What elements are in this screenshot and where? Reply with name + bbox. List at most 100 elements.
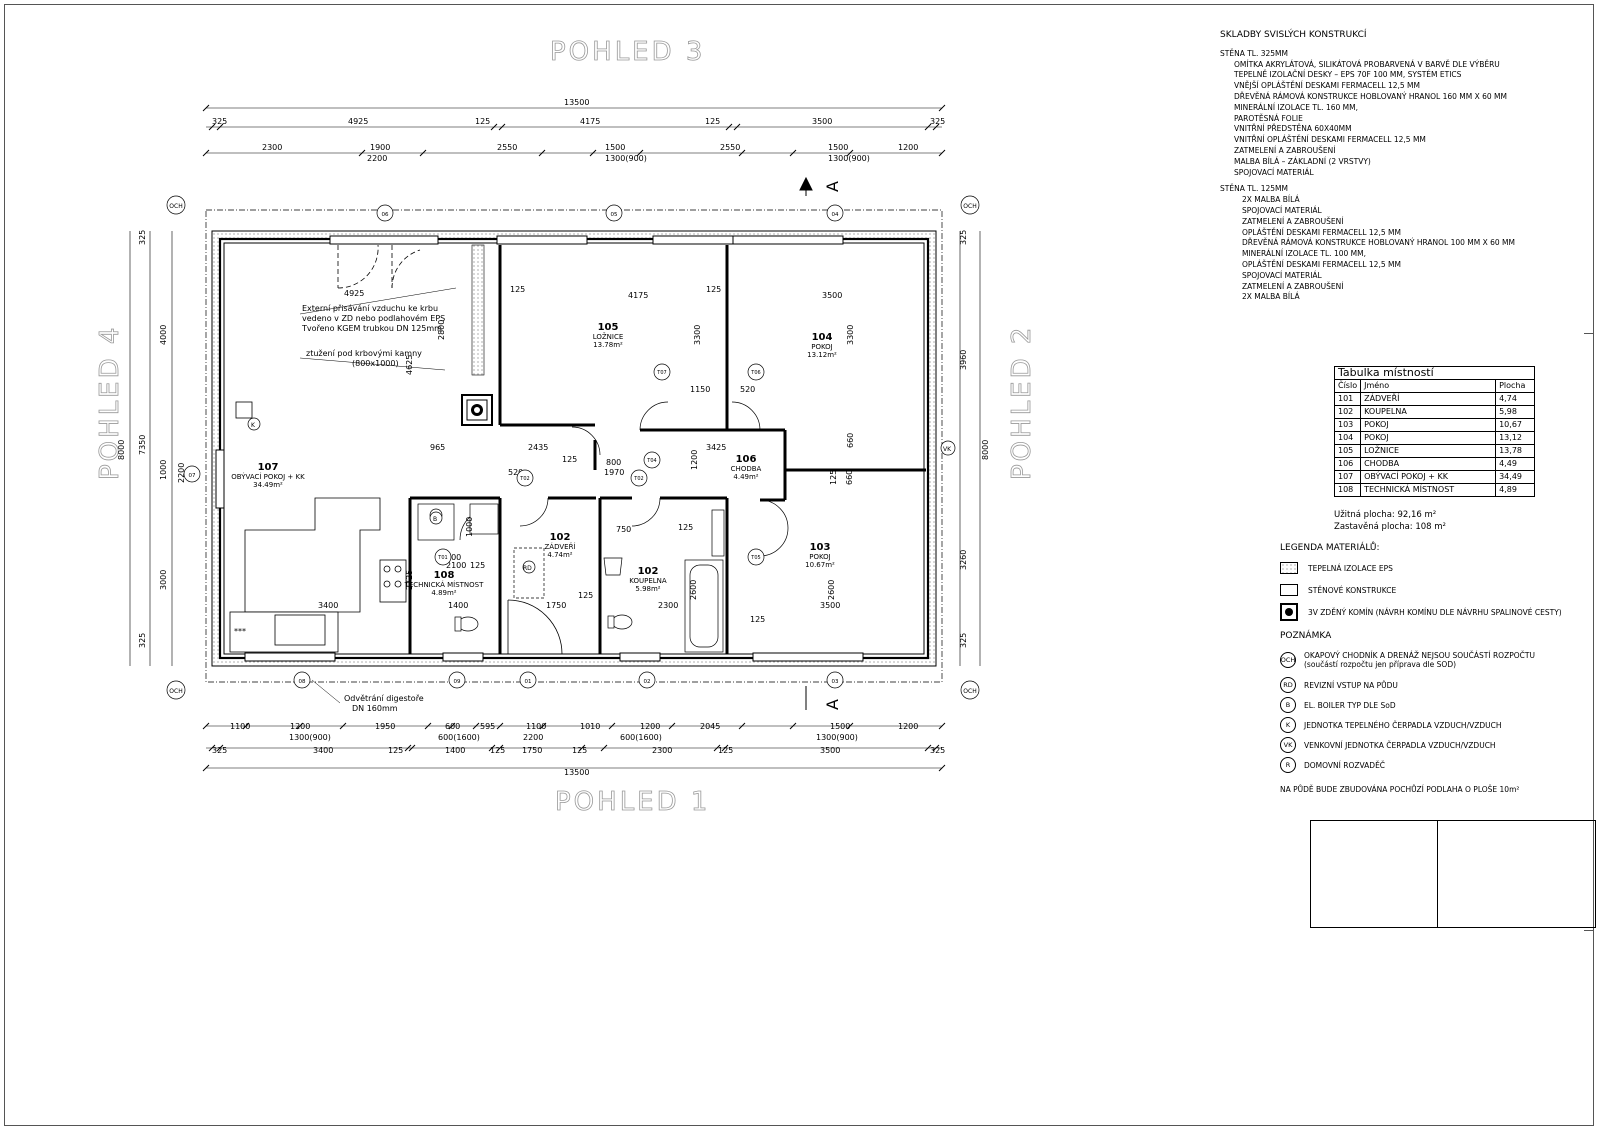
attic-access-symbol — [522, 560, 536, 574]
dimension-label: 7350 — [138, 435, 147, 455]
dimension-label: 1300(900) — [828, 154, 870, 163]
room-table-cell: 107 — [1333, 470, 1362, 484]
dimension-label: 325 — [930, 117, 945, 126]
inner-dimension: 125 — [829, 470, 838, 485]
inner-dimension: 125 — [510, 285, 525, 294]
section-line — [799, 176, 813, 710]
dimension-label: 325 — [959, 633, 968, 648]
room-number: 108 — [434, 570, 455, 581]
view-title-left: POHLED 4 — [95, 325, 125, 480]
dimension-tick — [600, 744, 608, 752]
air-supply-line-1: Externí přisávání vzduchu ke krbu — [302, 304, 438, 313]
dimension-tick — [738, 149, 746, 157]
inner-dimension: 125 — [678, 523, 693, 532]
dimension-label: 125 — [572, 746, 587, 755]
room-table-caption: Tabulka místností — [1333, 366, 1536, 380]
dimension-tick — [938, 149, 946, 157]
leader-lines — [299, 287, 457, 704]
room-table-cell: ZÁDVEŘÍ — [1360, 392, 1497, 406]
dimension-tick — [539, 722, 547, 730]
dimension-tick — [216, 123, 224, 131]
note-text: DOMOVNÍ ROZVADĚČ — [1304, 760, 1386, 770]
grid-axis-marker — [826, 204, 844, 222]
entry-door — [507, 599, 563, 655]
dimension-tick — [938, 722, 946, 730]
dimension-label: 4175 — [580, 117, 600, 126]
grid-axis-marker — [448, 671, 466, 689]
room-table-cell: POKOJ — [1360, 431, 1497, 445]
dimension-label: 600(1600) — [620, 733, 662, 742]
kitchen-counter — [229, 401, 407, 653]
dimension-tick — [636, 149, 644, 157]
wall-layer: MALBA BÍLÁ – ZÁKLADNÍ (2 VRSTVY) — [1234, 156, 1371, 166]
wall-layer: TEPELNĚ IZOLAČNÍ DESKY – EPS 70F 100 mm,… — [1234, 70, 1462, 80]
wall-layer: SPOJOVACÍ MATERIÁL — [1242, 270, 1322, 280]
grid-axis-marker — [638, 671, 656, 689]
dimension-tick — [339, 722, 347, 730]
inner-dimension: 2435 — [528, 443, 548, 452]
room-number: 106 — [736, 454, 757, 465]
wall-layer: MINERÁLNÍ IZOLACE TL. 160 mm, — [1234, 102, 1358, 112]
dimension-label: 1300(900) — [816, 733, 858, 742]
room-labels: 105LOŽNICE13.78m²104POKOJ13.12m²107OBÝVA… — [231, 322, 837, 597]
room-table-cell: 108 — [1333, 483, 1362, 497]
dimension-tick — [358, 149, 366, 157]
wall-layer: DŘEVĚNÁ RÁMOVÁ KONSTRUKCE HOBLOVANÝ HRAN… — [1242, 238, 1515, 248]
dimension-label: 600 — [445, 722, 460, 731]
attic-access-text: RD — [523, 565, 532, 572]
dimension-tick — [496, 722, 504, 730]
sink-mark: *** — [234, 627, 246, 636]
dimension-tick — [789, 149, 797, 157]
inner-dimension: 3500 — [822, 291, 842, 300]
grid-axis-label: 01 — [525, 679, 532, 685]
built-area: Zastavěná plocha: 108 m² — [1334, 522, 1446, 532]
dimension-tick — [608, 722, 616, 730]
room-table-cell: LOŽNICE — [1360, 444, 1497, 458]
door-tag-label: T02 — [519, 476, 529, 482]
wall-layer: ZATMELENÍ A ZABROUŠENÍ — [1242, 216, 1344, 226]
inner-dimension: 520 — [508, 468, 523, 477]
room-table-cell: 4,89 — [1495, 483, 1536, 497]
room-table-cell: 104 — [1333, 431, 1362, 445]
wall-layer: OPLÁŠTĚNÍ DESKAMI FERMACELL 12,5 mm — [1242, 227, 1401, 237]
drip-walk-marker — [960, 195, 980, 215]
inner-dimension: 4625 — [405, 355, 414, 375]
room-table: Tabulka místností Číslo Jméno Plocha 101… — [1333, 366, 1536, 497]
room-name: OBÝVACÍ POKOJ + KK — [231, 472, 305, 481]
inner-dimension: 1200 — [690, 450, 699, 470]
wall-layer: 2x MALBA BÍLÁ — [1242, 292, 1300, 302]
dimension-tick — [216, 744, 224, 752]
inner-dimension: 2725 — [405, 570, 414, 590]
inner-dimension: 4175 — [628, 291, 648, 300]
room-number: 102 — [550, 532, 571, 543]
outdoor-unit-text: VK — [943, 446, 952, 453]
dimension-label: 2200 — [177, 463, 186, 483]
inner-dimension: 125 — [470, 561, 485, 570]
dimension-label: 1200 — [898, 143, 918, 152]
inner-dimension: 1150 — [690, 385, 710, 394]
wall-layer: MINERÁLNÍ IZOLACE TL. 100 mm, — [1242, 249, 1366, 259]
air-duct — [471, 244, 485, 376]
dimension-label: 3960 — [959, 350, 968, 370]
door-tag — [630, 469, 648, 487]
wall-layer: ZATMELENÍ A ZABROUŠENÍ — [1242, 281, 1344, 291]
dimension-label: 125 — [718, 746, 733, 755]
room-table-cell: POKOJ — [1360, 418, 1497, 432]
wall-layer: OPLÁŠTĚNÍ DESKAMI FERMACELL 12,5 mm — [1242, 259, 1401, 269]
dimension-label: 2550 — [720, 143, 740, 152]
dimension-tick — [713, 744, 721, 752]
dimension-label: 1500 — [605, 143, 625, 152]
drip-walk-marker — [960, 680, 980, 700]
wall-layer: PAROTĚSNÁ FOLIE — [1234, 113, 1303, 123]
sheet-tick — [1584, 333, 1594, 334]
dimension-tick — [496, 744, 504, 752]
dimension-tick — [424, 722, 432, 730]
room-table-cell: 101 — [1333, 392, 1362, 406]
